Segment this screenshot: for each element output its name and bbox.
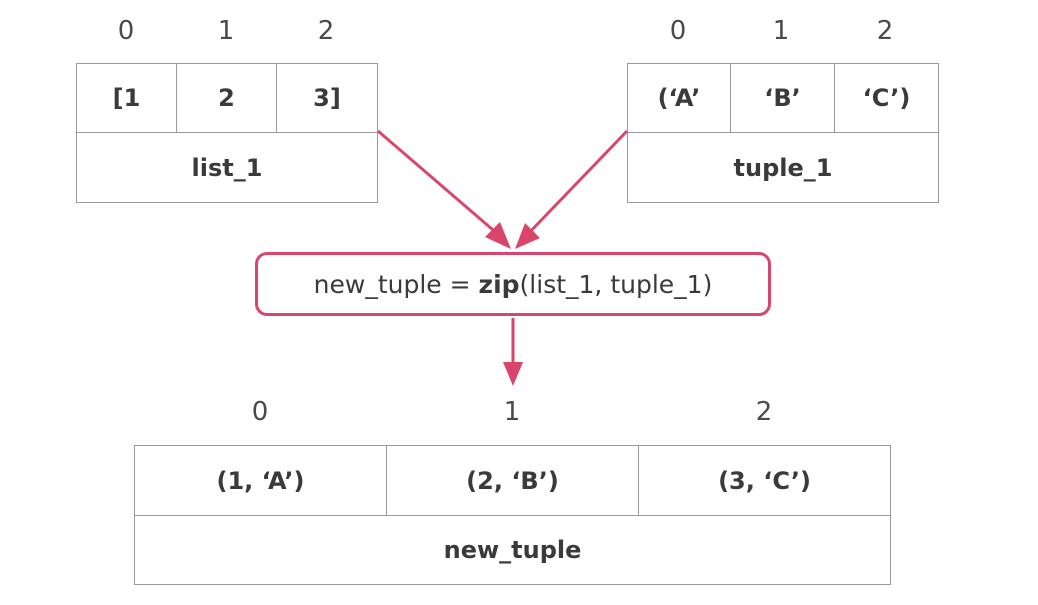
tuple-1-array: (‘A’ ‘B’ ‘C’) tuple_1 — [627, 63, 939, 203]
list-1-index-0: 0 — [117, 16, 135, 46]
zip-arguments: (list_1, tuple_1) — [519, 269, 713, 299]
new-tuple-cell-1: (2, ‘B’) — [386, 445, 639, 516]
tuple-1-name: tuple_1 — [627, 132, 939, 203]
tuple-1-index-0: 0 — [669, 16, 687, 46]
arrow-list-to-zip — [377, 129, 501, 238]
list-1-index-1: 1 — [217, 16, 235, 46]
zip-expression-box: new_tuple = zip(list_1, tuple_1) — [255, 252, 771, 316]
tuple-1-cell-2: ‘C’) — [834, 63, 939, 133]
new-tuple-cell-0: (1, ‘A’) — [134, 445, 387, 516]
arrowhead-tuple — [515, 223, 540, 249]
arrow-tuple-to-zip — [524, 129, 629, 238]
zip-prefix: new_tuple = — [313, 269, 479, 299]
list-1-cell-2: 3] — [276, 63, 378, 133]
tuple-1-index-2: 2 — [876, 16, 894, 46]
new-tuple-array: (1, ‘A’) (2, ‘B’) (3, ‘C’) new_tuple — [134, 445, 891, 585]
arrowhead-list — [485, 222, 511, 249]
new-tuple-index-2: 2 — [755, 397, 773, 427]
zip-function-name: zip — [478, 269, 520, 299]
new-tuple-name: new_tuple — [134, 515, 891, 585]
list-1-cell-1: 2 — [176, 63, 277, 133]
list-1-name: list_1 — [76, 132, 378, 203]
list-1-cell-0: [1 — [76, 63, 177, 133]
list-1-index-2: 2 — [317, 16, 335, 46]
list-1-array: [1 2 3] list_1 — [76, 63, 378, 203]
tuple-1-cell-1: ‘B’ — [730, 63, 835, 133]
tuple-1-index-1: 1 — [772, 16, 790, 46]
arrowhead-result — [503, 362, 523, 386]
new-tuple-cell-2: (3, ‘C’) — [638, 445, 891, 516]
new-tuple-index-1: 1 — [503, 397, 521, 427]
new-tuple-index-0: 0 — [251, 397, 269, 427]
